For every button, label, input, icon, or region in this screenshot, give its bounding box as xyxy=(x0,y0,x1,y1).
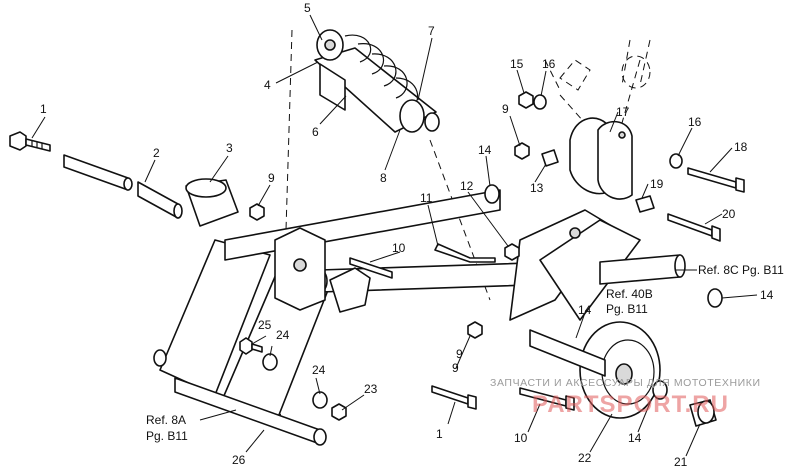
callout-8: 8 xyxy=(380,171,387,185)
callout-18: 18 xyxy=(734,140,748,154)
callout-12: 12 xyxy=(460,179,474,193)
reference-notes: Ref. 8C Pg. B11 Ref. 40B Pg. B11 Ref. 8A… xyxy=(146,263,784,443)
callout-10-lower: 10 xyxy=(514,431,528,445)
reference-8a-line1: Ref. 8A xyxy=(146,413,186,427)
nuts xyxy=(249,91,534,421)
callout-24-upper: 24 xyxy=(276,328,290,342)
callout-21: 21 xyxy=(674,455,688,469)
callout-16-top: 16 xyxy=(542,57,556,71)
callout-16-right: 16 xyxy=(688,115,702,129)
watermark-caption: ЗАПЧАСТИ И АКСЕССУАРЫ ДЛЯ МОТОТЕХНИКИ xyxy=(490,377,761,389)
callout-20: 20 xyxy=(722,207,736,221)
assembly-guide-lines xyxy=(279,29,641,431)
callout-9-left: 9 xyxy=(268,171,275,185)
callout-25: 25 xyxy=(258,318,272,332)
callout-labels: 1 2 3 4 5 6 7 8 9 9 9 9 10 10 11 12 13 1… xyxy=(40,1,774,469)
watermark-brand: PARTSPORT.RU xyxy=(532,391,729,418)
callout-7: 7 xyxy=(428,24,435,38)
callout-14-b: 14 xyxy=(760,288,774,302)
reference-40b-line2: Pg. B11 xyxy=(606,302,648,316)
callout-14-c: 14 xyxy=(578,303,592,317)
reference-8c: Ref. 8C Pg. B11 xyxy=(698,263,784,277)
spacer-part-3 xyxy=(185,178,239,227)
callout-19: 19 xyxy=(650,177,664,191)
callout-4: 4 xyxy=(264,78,271,92)
bracket-part-17 xyxy=(541,117,655,213)
callout-14-d: 14 xyxy=(628,431,642,445)
callout-1-lower: 1 xyxy=(436,427,443,441)
bolts xyxy=(239,167,745,411)
callout-2: 2 xyxy=(153,146,160,160)
callout-10-upper: 10 xyxy=(392,241,406,255)
callout-23: 23 xyxy=(364,382,378,396)
callout-17: 17 xyxy=(616,105,630,119)
shaft-part-2 xyxy=(63,154,183,219)
callout-6: 6 xyxy=(312,125,319,139)
callout-13: 13 xyxy=(530,181,544,195)
spacer-part-21 xyxy=(689,399,717,427)
callout-11: 11 xyxy=(420,191,433,205)
callout-1-upper: 1 xyxy=(40,102,47,116)
callout-22: 22 xyxy=(578,451,592,465)
callout-9-extra: 9 xyxy=(452,361,459,375)
reference-40b-line1: Ref. 40B xyxy=(606,287,653,301)
watermark: ЗАПЧАСТИ И АКСЕССУАРЫ ДЛЯ МОТОТЕХНИКИ PA… xyxy=(490,377,761,418)
callout-15: 15 xyxy=(510,57,524,71)
bolt-part-1-upper xyxy=(9,131,51,152)
rear-axle xyxy=(599,254,686,285)
callout-24-lower: 24 xyxy=(312,363,326,377)
upper-mount-dashed xyxy=(559,39,651,91)
shock-absorber-assembly xyxy=(314,29,440,133)
callout-9-top: 9 xyxy=(502,102,509,116)
callout-14-a: 14 xyxy=(478,143,492,157)
reference-8a-line2: Pg. B11 xyxy=(146,429,188,443)
idler-wheel-part-22 xyxy=(529,321,661,419)
callout-9-mid: 9 xyxy=(456,347,463,361)
callout-5: 5 xyxy=(304,1,311,15)
callout-3: 3 xyxy=(226,141,233,155)
callout-26: 26 xyxy=(232,453,246,467)
callout-leader-lines xyxy=(31,14,758,457)
